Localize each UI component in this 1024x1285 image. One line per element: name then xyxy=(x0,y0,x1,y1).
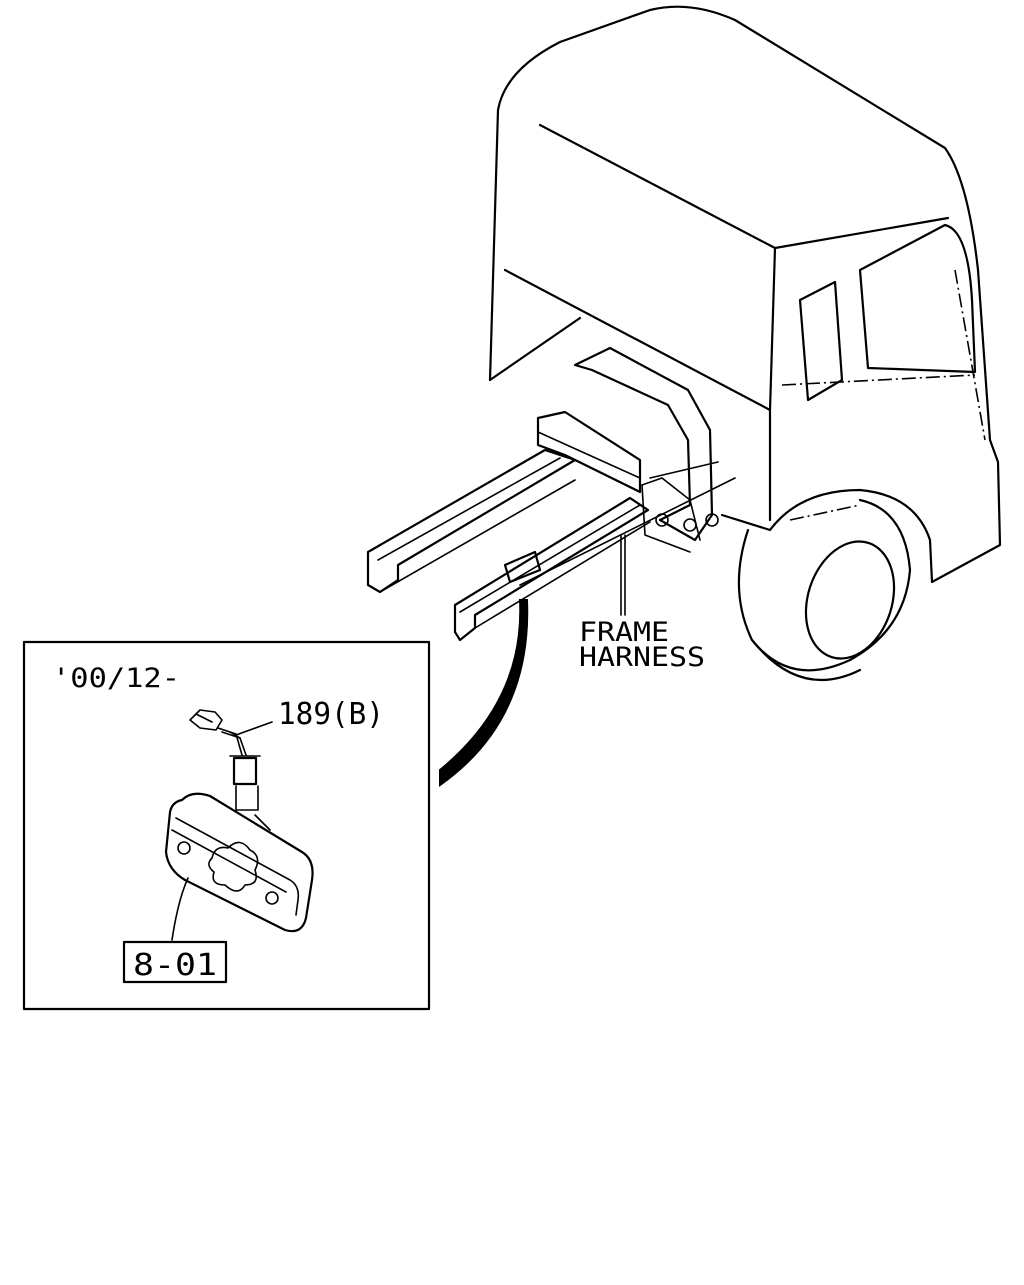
frame-harness-label-line2: HARNESS xyxy=(579,642,705,673)
lamp-part-leader xyxy=(171,877,189,941)
cab-bracket xyxy=(573,346,719,553)
marker-lamp xyxy=(164,792,314,933)
wire-part-leader xyxy=(235,721,273,736)
truck-cab xyxy=(488,5,1002,584)
front-wheel xyxy=(737,498,912,682)
lamp-part-box xyxy=(122,940,228,984)
frame-harness-label-line1: FRAME xyxy=(579,617,669,648)
lamp-part-label: 8-01 xyxy=(133,948,217,983)
date-code-label: '00/12- xyxy=(52,663,180,694)
wire-part-label: 189(B) xyxy=(278,697,384,732)
leader-curve xyxy=(439,599,529,787)
frame-rails xyxy=(366,410,736,642)
wire-connector xyxy=(189,709,261,811)
detail-inset: '00/12- 189(B) 8-01 xyxy=(22,640,431,1011)
